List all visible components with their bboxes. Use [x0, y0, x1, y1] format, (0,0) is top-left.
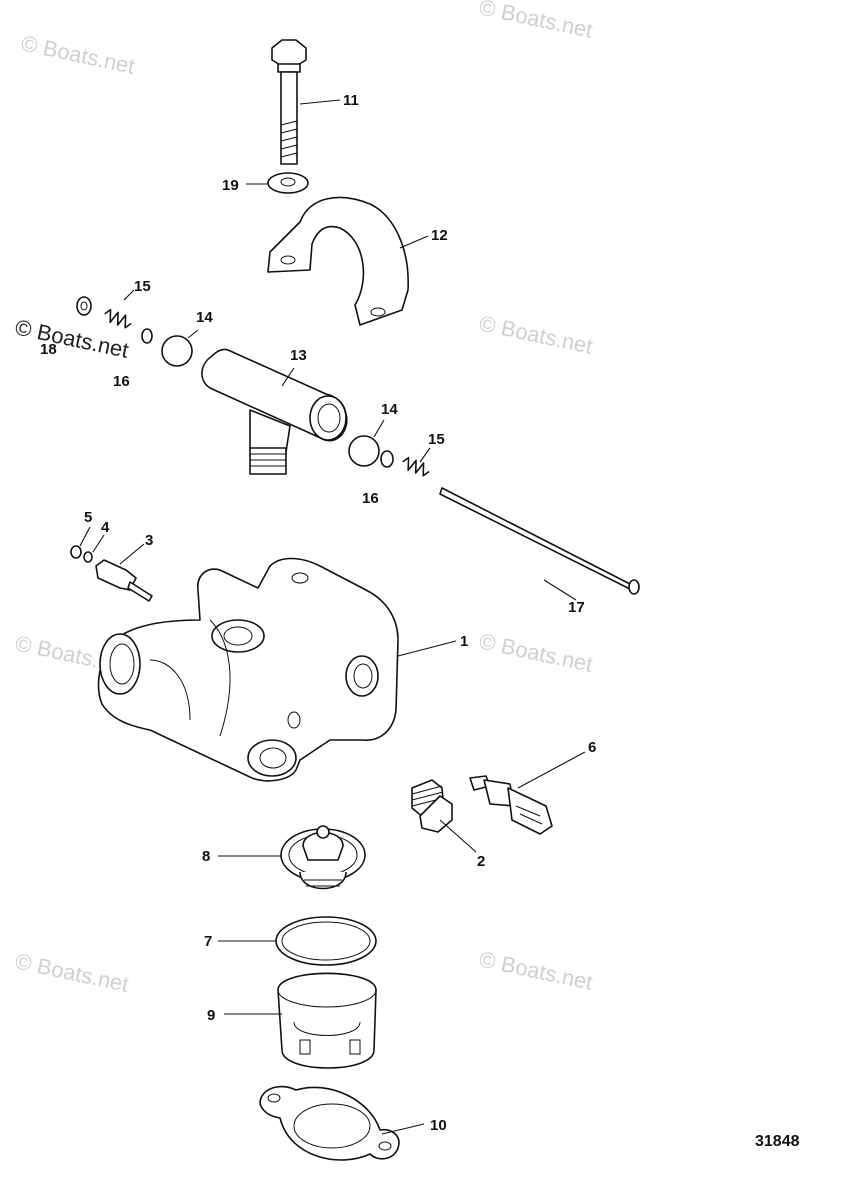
- part-15-spring-left: [104, 308, 132, 329]
- part-14-ball-left: [161, 335, 193, 367]
- part-16-washer-left: [141, 328, 153, 344]
- callout-13: 13: [290, 347, 307, 364]
- callout-15-left: 15: [134, 278, 151, 295]
- callout-7: 7: [204, 933, 212, 950]
- part-15-spring-right: [402, 456, 430, 477]
- watermark-dark: © Boats.net: [13, 314, 131, 362]
- callout-16-right: 16: [362, 490, 379, 507]
- callout-18: 18: [40, 341, 57, 358]
- part-13-tee-fitting: [201, 348, 348, 475]
- callout-6: 6: [588, 739, 596, 756]
- part-2-plug: [411, 779, 453, 833]
- part-16-washer-right: [380, 450, 394, 468]
- callout-4: 4: [101, 519, 110, 536]
- part-8-thermostat: [280, 825, 366, 890]
- callout-5: 5: [84, 509, 92, 526]
- part-1-thermostat-housing: [97, 557, 399, 782]
- callout-14-left: 14: [196, 309, 213, 326]
- watermark-mid-right: © Boats.net: [477, 310, 595, 358]
- watermark-mid-right-2: © Boats.net: [477, 628, 595, 676]
- part-9-sleeve: [277, 972, 377, 1069]
- part-11-bolt: [271, 39, 307, 165]
- part-18-nut: [76, 296, 92, 316]
- callout-16-left: 16: [113, 373, 130, 390]
- part-12-clamp: [267, 196, 409, 326]
- part-3-sender: [95, 559, 153, 602]
- callout-10: 10: [430, 1117, 447, 1134]
- callout-12: 12: [431, 227, 448, 244]
- callout-3: 3: [145, 532, 153, 549]
- callout-19: 19: [222, 177, 239, 194]
- callout-17: 17: [568, 599, 585, 616]
- callout-labels: 11 19 12 15 14 16 18 13 14 15 16 5 4 3 1…: [40, 92, 596, 1134]
- part-4-washer: [83, 551, 93, 563]
- part-6-sensor: [469, 775, 553, 835]
- document-number: 31848: [755, 1133, 800, 1150]
- callout-15-right: 15: [428, 431, 445, 448]
- part-17-rod: [439, 487, 640, 595]
- callout-8: 8: [202, 848, 210, 865]
- callout-1: 1: [460, 633, 468, 650]
- callout-11: 11: [343, 92, 359, 109]
- callout-14-right: 14: [381, 401, 398, 418]
- leader-lines: [79, 99, 586, 1135]
- watermark-top-right: © Boats.net: [477, 0, 595, 43]
- watermark-top-left: © Boats.net: [19, 30, 137, 78]
- callout-2: 2: [477, 853, 485, 870]
- callout-9: 9: [207, 1007, 215, 1024]
- part-5-nut: [70, 545, 82, 559]
- part-10-gasket: [259, 1085, 400, 1161]
- part-19-washer: [267, 172, 309, 194]
- part-14-ball-right: [348, 435, 380, 467]
- watermark-bottom-right: © Boats.net: [477, 946, 595, 994]
- watermark-bottom-left: © Boats.net: [13, 948, 131, 996]
- part-7-o-ring: [275, 916, 377, 966]
